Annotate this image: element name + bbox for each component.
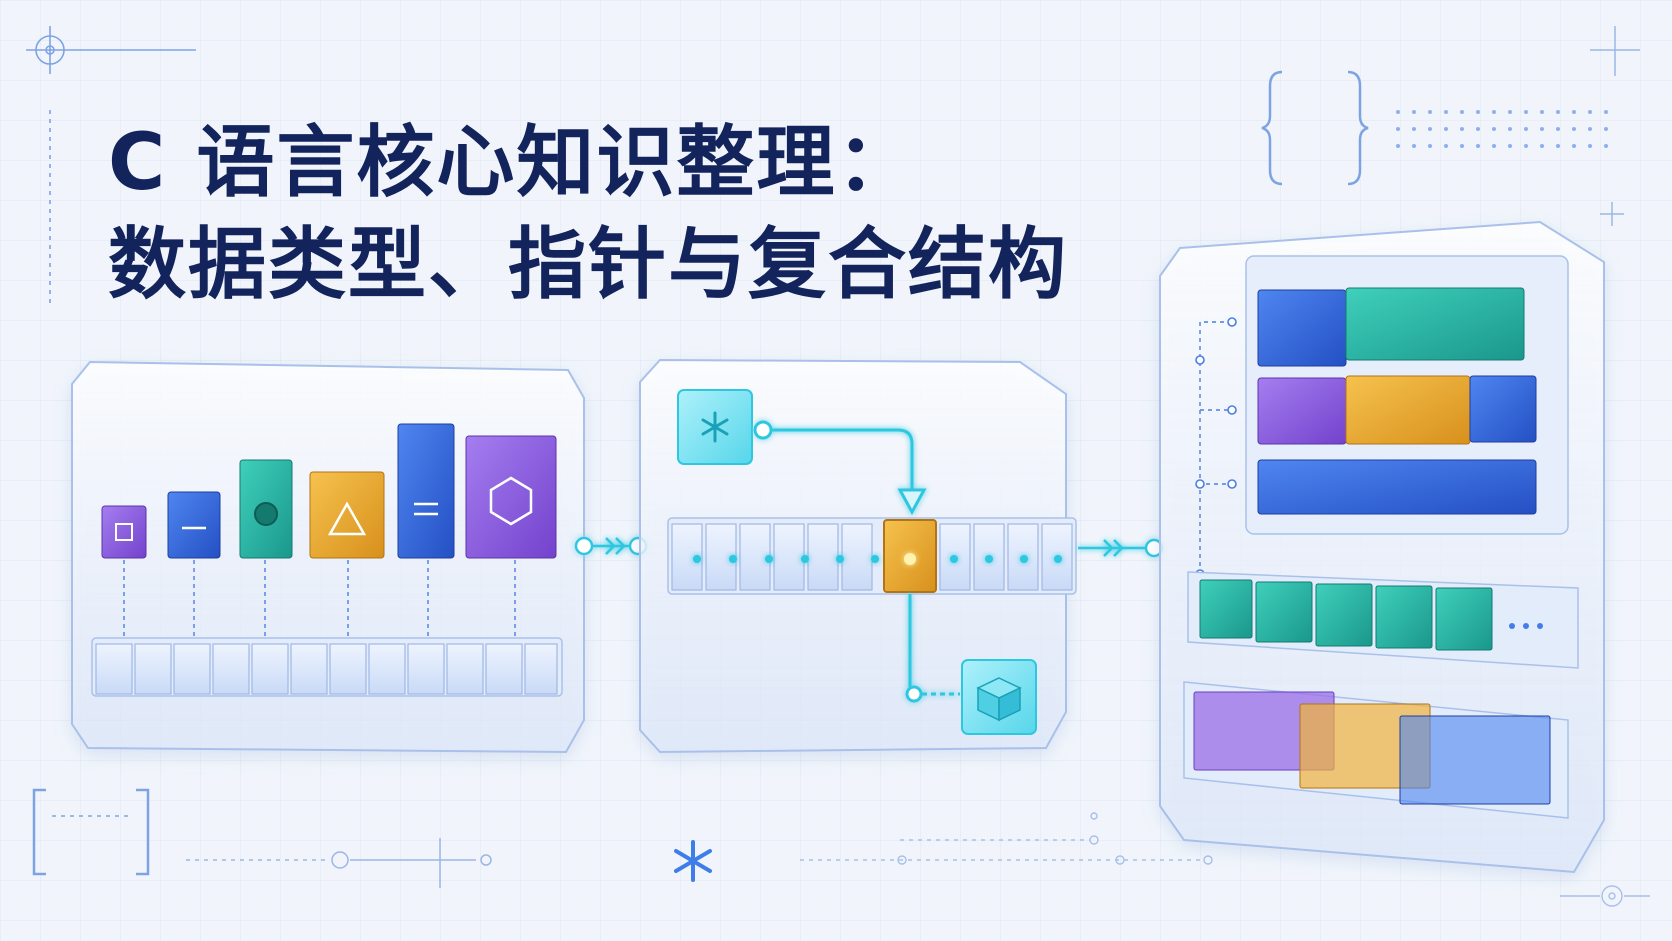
brackets-icon: [32, 788, 150, 876]
char-block: [101, 505, 147, 559]
triangle-icon: [327, 501, 367, 536]
title-line-1: C 语言核心知识整理：: [108, 118, 917, 208]
double-block: [465, 435, 557, 559]
flow-arrow-1: [574, 536, 648, 556]
memory-row: [91, 637, 563, 697]
page-title: C 语言核心知识整理： 数据类型、指针与复合结构: [108, 112, 1068, 316]
circuit-decoration: [800, 812, 1650, 907]
long-block: [397, 423, 455, 559]
title-line-2: 数据类型、指针与复合结构: [108, 220, 1069, 310]
cube-icon: [976, 677, 1022, 722]
target-cell: [883, 519, 937, 593]
circle-icon: [254, 502, 278, 526]
value-box: [961, 659, 1037, 735]
struct-block: [1245, 255, 1569, 535]
crosshair-icon: [26, 26, 196, 305]
dot-matrix-decoration: [1396, 110, 1608, 148]
braces-icon: [1261, 70, 1369, 186]
asterisk-icon: [674, 840, 712, 882]
int-block: [239, 459, 293, 559]
union-block: [1183, 681, 1569, 819]
timeline-decoration: [186, 838, 492, 888]
address-array: [667, 517, 1077, 595]
asterisk-icon: [701, 411, 729, 443]
dereference-arrow: [905, 594, 960, 703]
hexagon-icon: [489, 476, 533, 526]
struct-tree-connectors: [1199, 321, 1232, 485]
flow-arrow-2: [1078, 538, 1164, 558]
equals-icon: [414, 502, 438, 516]
plus-mark-icon: [1590, 26, 1640, 226]
pointer-arrow: [753, 420, 927, 516]
pointer-variable: [677, 389, 753, 465]
float-block: [309, 471, 385, 559]
struct-array-block: [1187, 571, 1579, 669]
square-icon: [115, 523, 133, 541]
ellipsis-icon: [1509, 623, 1543, 629]
short-block: [167, 491, 221, 559]
